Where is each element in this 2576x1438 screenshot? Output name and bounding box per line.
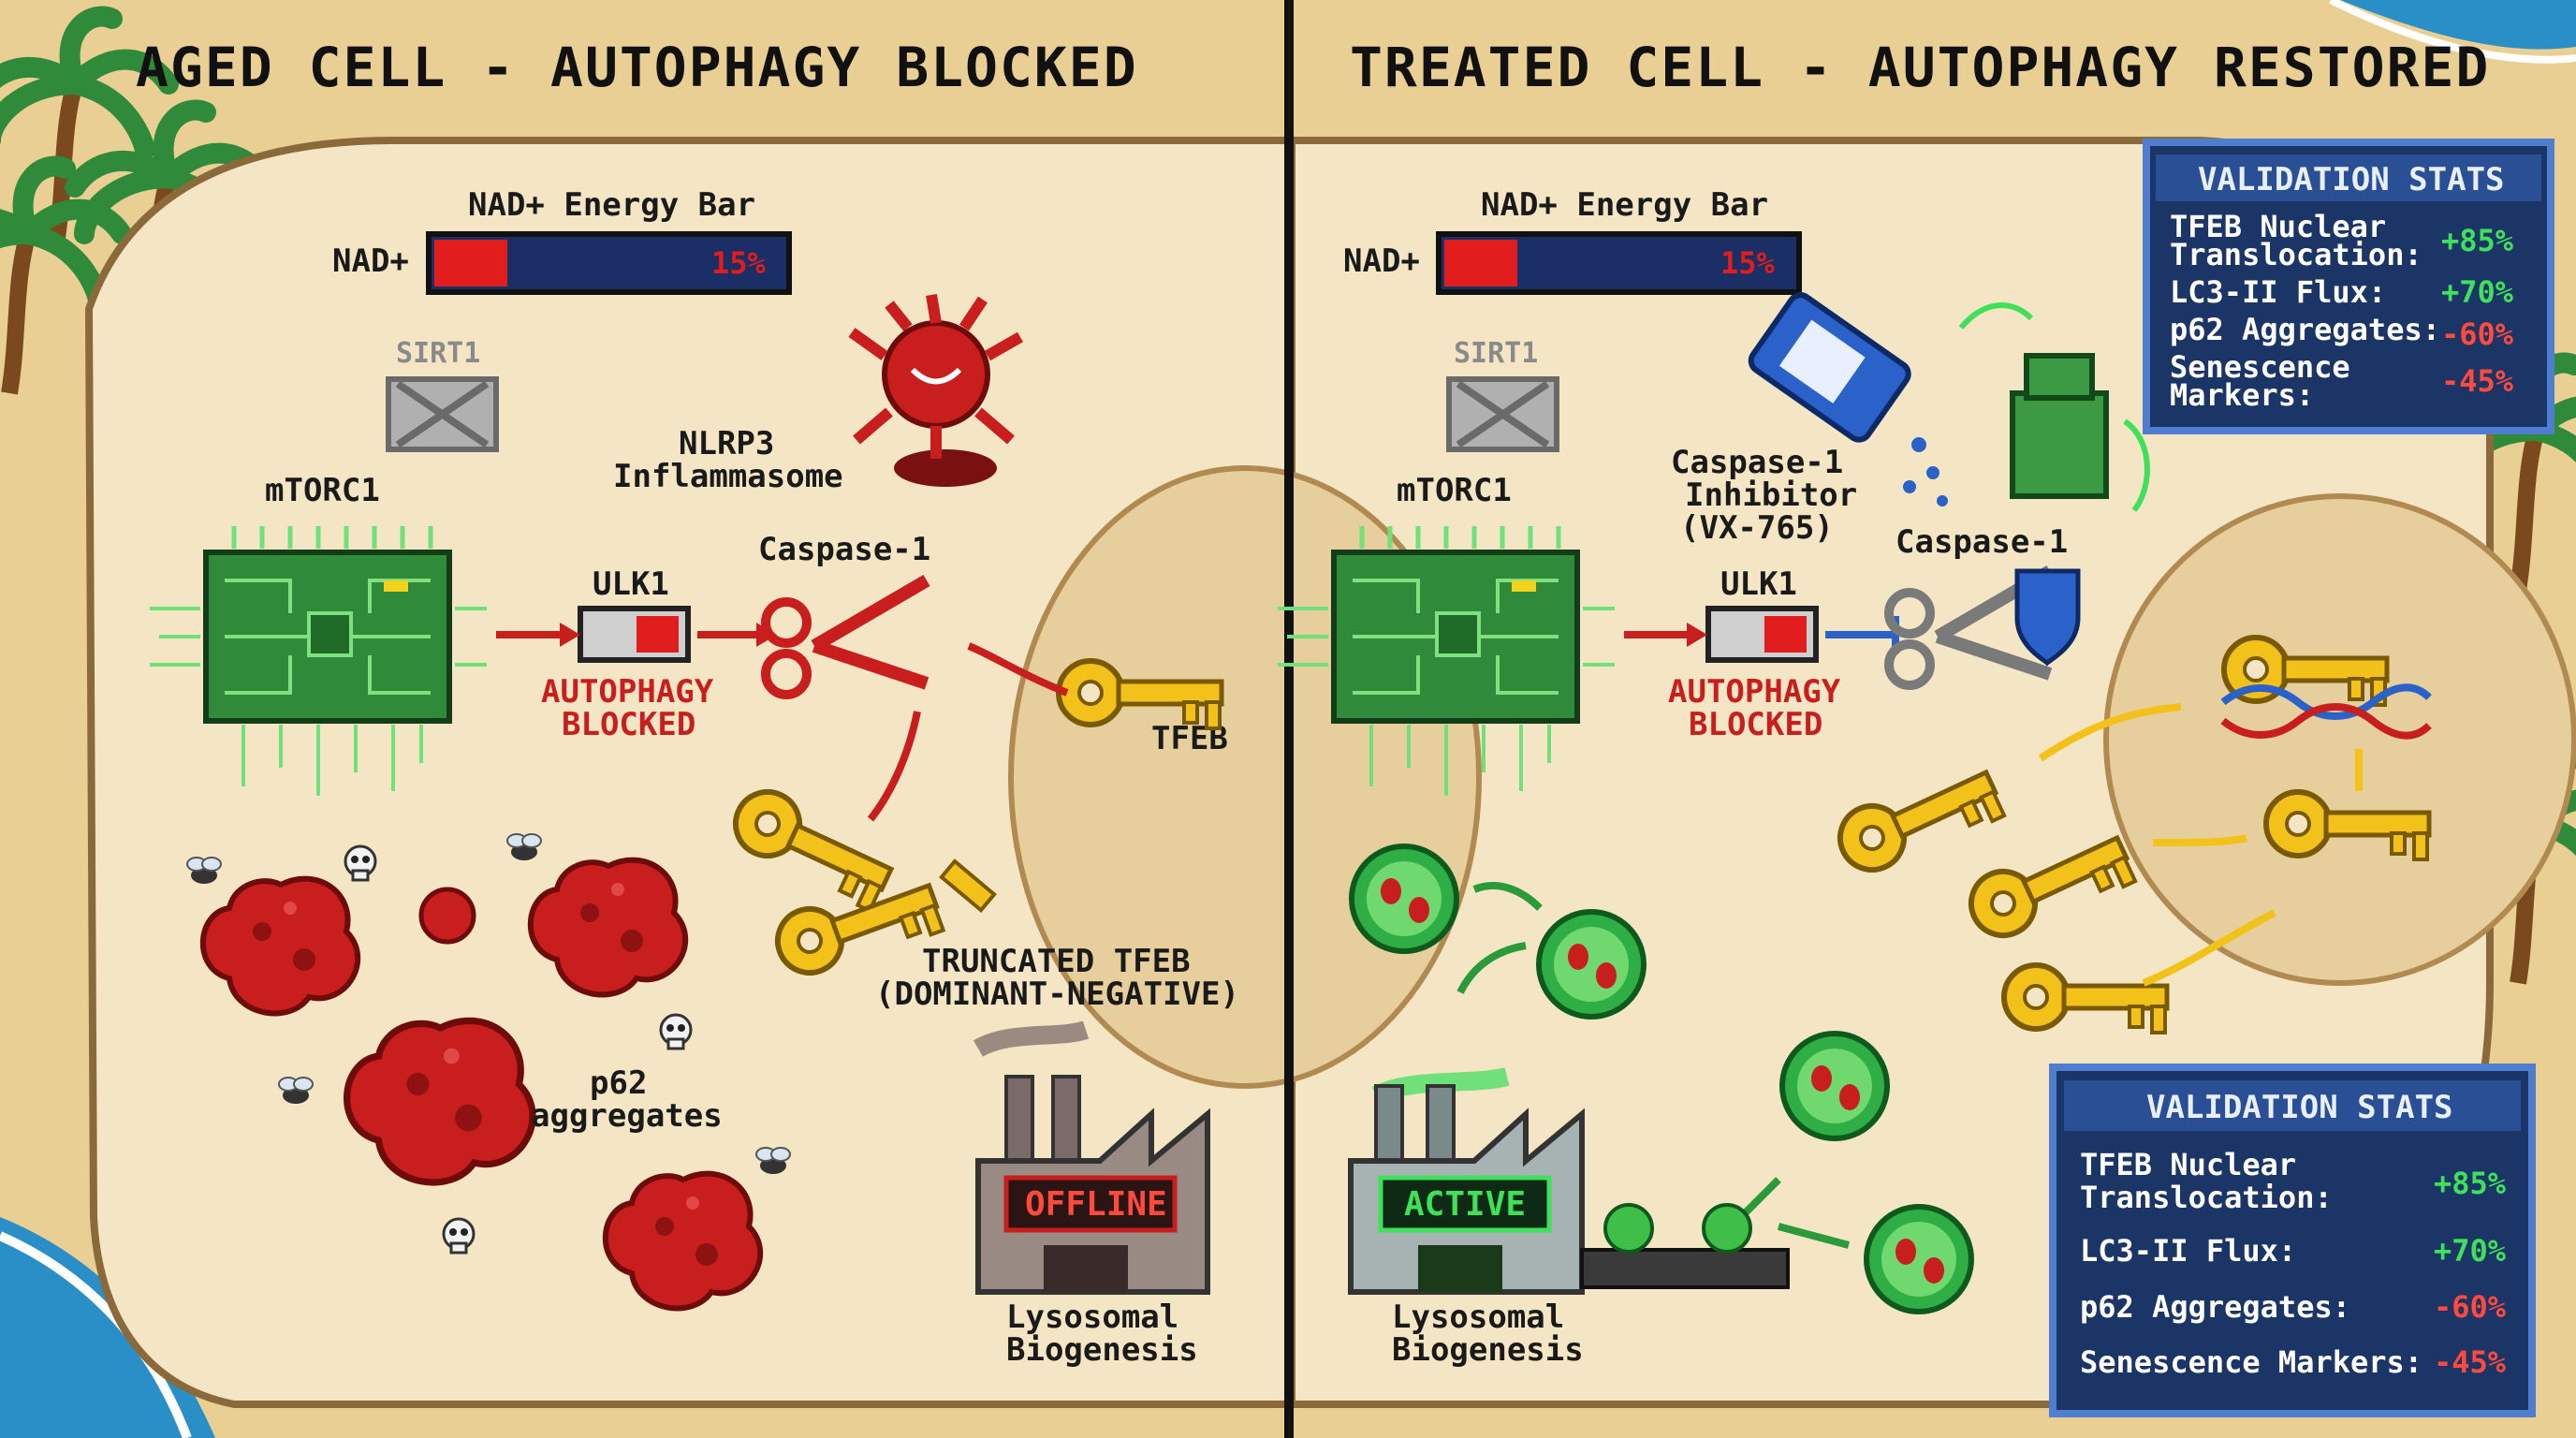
stats-top-label: p62 Aggregates:	[2170, 312, 2440, 347]
shield-icon	[2014, 568, 2081, 667]
right-factory-sign	[1378, 1175, 1552, 1233]
right-sirt1-label: SIRT1	[1454, 337, 1538, 370]
p62-aggregate-small-icon	[418, 887, 476, 945]
stats-bottom-label: Senescence Markers:	[2080, 1344, 2422, 1380]
left-factory-sign	[1003, 1175, 1178, 1233]
right-title: TREATED CELL - AUTOPHAGY RESTORED	[1350, 36, 2490, 99]
right-lysosomal-line1: Lysosomal	[1392, 1299, 1564, 1336]
left-arrow-caspase-truncated	[867, 711, 921, 822]
left-sirt1-disabled-icon	[386, 376, 499, 452]
lysosome-icon	[1866, 1207, 1971, 1312]
left-p62-line2: aggregates	[531, 1097, 723, 1135]
right-arrow-head	[1687, 623, 1707, 647]
stats-bottom-label: Translocation:	[2080, 1180, 2333, 1215]
nlrp3-inflammasome-icon	[848, 294, 1023, 487]
stats-bottom-value: -60%	[2434, 1289, 2507, 1325]
right-mtorc1-label: mTORC1	[1397, 472, 1512, 509]
left-nad-heading: NAD+ Energy Bar	[468, 186, 755, 224]
stats-bottom-label: TFEB Nuclear	[2080, 1147, 2296, 1182]
stats-top-label: LC3-II Flux:	[2170, 274, 2386, 310]
stats-bottom-value: -45%	[2434, 1344, 2507, 1380]
left-ulk1-switch-icon	[578, 606, 691, 663]
left-arrow-head-1	[560, 623, 580, 647]
right-inhibitor-line3: (VX-765)	[1680, 509, 1834, 547]
left-nlrp3-line2: Inflammasome	[613, 458, 843, 495]
stats-top-label: Senescence	[2170, 349, 2350, 385]
inhibitor-bottle-icon	[1748, 292, 1948, 506]
right-nad-prefix: NAD+	[1343, 242, 1420, 280]
stats-top-value: -45%	[2441, 363, 2514, 399]
right-nad-value: 15%	[1720, 245, 1776, 281]
lysosome-icon	[1352, 846, 1456, 951]
right-inhibitor-line2: Inhibitor	[1685, 477, 1857, 514]
stats-bottom-value: +70%	[2434, 1233, 2507, 1269]
right-nad-fill	[1444, 240, 1517, 286]
right-autophagy-line1: AUTOPHAGY	[1668, 673, 1841, 711]
left-p62-line1: p62	[590, 1064, 647, 1102]
right-sirt1-disabled-icon	[1446, 376, 1559, 452]
left-sirt1-label: SIRT1	[396, 337, 480, 370]
stats-top-label: Markers:	[2170, 377, 2314, 413]
left-nad-fill	[434, 240, 507, 286]
left-lysosomal-line1: Lysosomal	[1006, 1299, 1178, 1336]
validation-stats-panel-top: VALIDATION STATS TFEB Nuclear Translocat…	[2143, 139, 2554, 434]
stats-bottom-value: +85%	[2434, 1166, 2507, 1201]
stats-bottom-label: p62 Aggregates:	[2080, 1289, 2350, 1325]
left-mtorc1-label: mTORC1	[265, 472, 380, 509]
left-autophagy-line1: AUTOPHAGY	[541, 673, 714, 711]
left-nad-prefix: NAD+	[332, 242, 409, 280]
stats-top-label: Translocation:	[2170, 237, 2422, 272]
right-autophagy-line2: BLOCKED	[1689, 706, 1822, 743]
right-inhibitor-line1: Caspase-1	[1671, 444, 1843, 481]
lysosome-burst-icon	[1539, 912, 1644, 1017]
stats-bottom-label: LC3-II Flux:	[2080, 1233, 2296, 1269]
right-caspase1-label: Caspase-1	[1895, 523, 2068, 561]
left-ulk1-label: ULK1	[593, 565, 669, 603]
left-arrow-tfeb-caspase	[967, 642, 1069, 697]
right-lysosomal-line2: Biogenesis	[1392, 1331, 1584, 1369]
left-truncated-line1: TRUNCATED TFEB	[922, 943, 1191, 980]
stats-top-value: +85%	[2441, 223, 2514, 258]
left-title: AGED CELL - AUTOPHAGY BLOCKED	[136, 36, 1138, 99]
tfeb-arrows	[2038, 703, 2363, 987]
panel-divider	[1284, 0, 1294, 1438]
stats-top-value: -60%	[2441, 316, 2514, 352]
left-nad-value: 15%	[711, 245, 767, 281]
left-caspase1-label: Caspase-1	[758, 531, 930, 568]
right-factory-status: ACTIVE	[1404, 1185, 1526, 1224]
left-lysosomal-line2: Biogenesis	[1006, 1331, 1198, 1369]
right-nad-heading: NAD+ Energy Bar	[1481, 186, 1768, 224]
left-factory-status: OFFLINE	[1025, 1185, 1167, 1224]
left-autophagy-line2: BLOCKED	[562, 706, 695, 743]
stats-top-title: VALIDATION STATS	[2198, 161, 2505, 198]
right-ulk1-label: ULK1	[1720, 565, 1797, 603]
dna-icon	[2220, 683, 2432, 740]
left-truncated-line2: (DOMINANT-NEGATIVE)	[875, 976, 1239, 1013]
left-nlrp3-line1: NLRP3	[679, 425, 774, 462]
lysosome-icon	[1782, 1034, 1887, 1138]
right-ulk1-switch-icon	[1705, 606, 1819, 663]
left-key-fragment-icon	[939, 858, 997, 914]
spray-emitter-icon	[1958, 302, 2150, 512]
treated-nucleus	[2103, 493, 2576, 986]
validation-stats-panel-bottom: VALIDATION STATS TFEB Nuclear Translocat…	[2049, 1064, 2536, 1417]
stats-bottom-title: VALIDATION STATS	[2146, 1089, 2453, 1126]
stats-top-label: TFEB Nuclear	[2170, 209, 2386, 244]
lysosome-arrows	[1456, 882, 1851, 1249]
stats-top-value: +70%	[2441, 274, 2514, 310]
